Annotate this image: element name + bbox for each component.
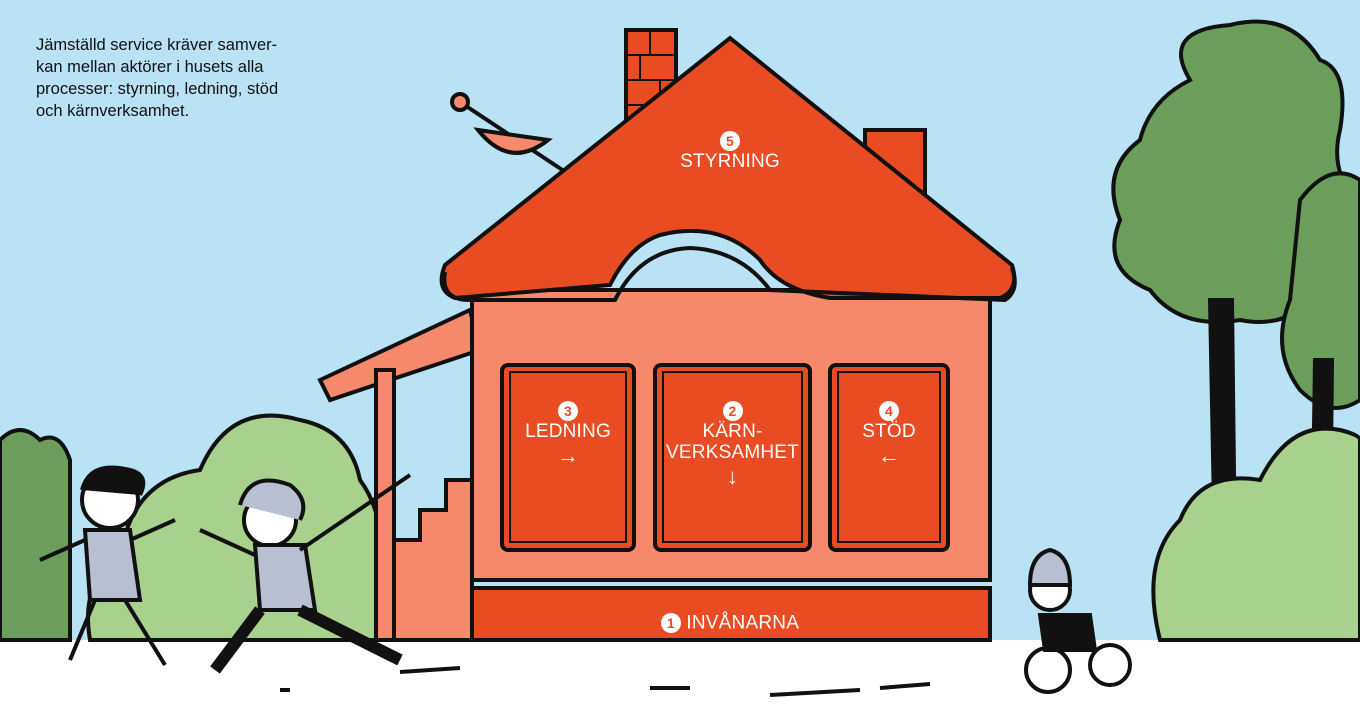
intro-line: processer: styrning, ledning, stöd [36, 78, 316, 100]
section-label-line1: KÄRN- [660, 421, 805, 442]
intro-line: kan mellan aktörer i husets alla [36, 56, 316, 78]
intro-line: och kärnverksamhet. [36, 100, 316, 122]
number-badge: 2 [723, 401, 743, 421]
label-styrning: 5 STYRNING [660, 130, 800, 172]
number-badge: 1 [661, 613, 681, 633]
section-label: INVÅNARNA [686, 612, 799, 633]
intro-text: Jämställd service kräver samver- kan mel… [36, 34, 316, 122]
number-badge: 4 [879, 401, 899, 421]
label-karnverksamhet: 2 KÄRN- VERKSAMHET ↓ [660, 400, 805, 489]
section-label: LEDNING [510, 421, 626, 442]
section-label: STÖD [835, 421, 943, 442]
number-badge: 3 [558, 401, 578, 421]
label-invanarna: 1 INVÅNARNA [620, 612, 840, 633]
label-stod: 4 STÖD ← [835, 400, 943, 468]
arrow-left-icon: ← [835, 444, 943, 468]
label-ledning: 3 LEDNING → [510, 400, 626, 468]
intro-line: Jämställd service kräver samver- [36, 34, 316, 56]
arrow-down-icon: ↓ [660, 465, 805, 489]
section-label-line2: VERKSAMHET [660, 442, 805, 463]
section-label: STYRNING [660, 151, 800, 172]
number-badge: 5 [720, 131, 740, 151]
ground [0, 640, 1360, 710]
arrow-right-icon: → [510, 444, 626, 468]
